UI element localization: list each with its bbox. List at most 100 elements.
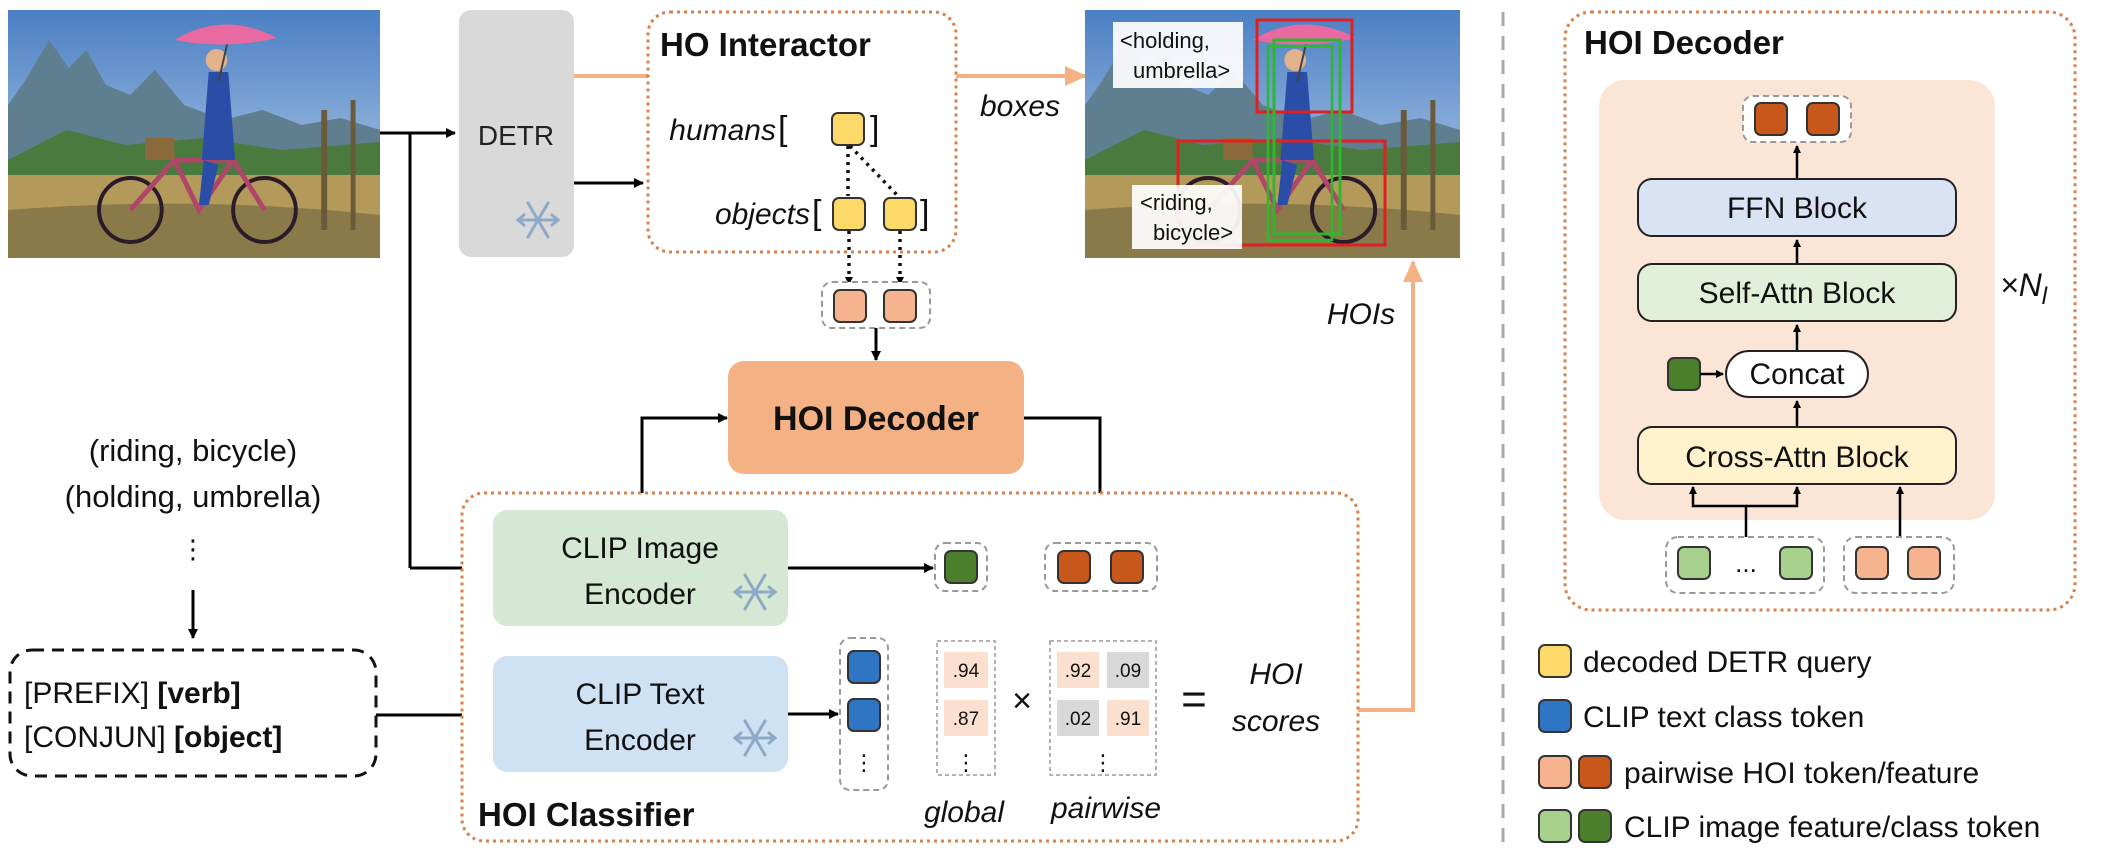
human-query-token — [831, 112, 865, 146]
human-box-1 — [1272, 38, 1342, 236]
detail-output-token-2 — [1806, 102, 1840, 136]
template-line2: [CONJUN] [object] — [24, 721, 282, 754]
snowflake-icon — [515, 201, 561, 239]
ho-interactor-block: HO Interactor humans [ ] objects [ ] — [646, 10, 958, 254]
self-attn-label: Self-Attn Block — [1699, 277, 1897, 310]
clip-image-encoder-line2: Encoder — [584, 578, 696, 611]
legend-pair-label: pairwise HOI token/feature — [1624, 757, 1979, 790]
ffn-block — [1637, 178, 1957, 237]
hois-label: HOIs — [1327, 298, 1395, 331]
pairwise-cell-3 — [1057, 700, 1099, 736]
humans-bracket-close: ] — [870, 110, 879, 148]
clip-image-encoder: CLIP Image Encoder — [493, 510, 788, 626]
pair-link-dotted-2 — [848, 144, 900, 198]
pairwise-value-2: .09 — [1115, 661, 1141, 682]
concat-label: Concat — [1749, 358, 1845, 391]
input-image — [8, 10, 380, 258]
detr-block: DETR — [459, 10, 574, 257]
snowflake-icon — [732, 573, 778, 611]
legend-clip-label: CLIP image feature/class token — [1624, 811, 2040, 844]
pair-token-group — [821, 281, 931, 329]
global-score-value-1: .94 — [953, 661, 980, 682]
global-image-token-group — [934, 542, 988, 592]
legend-query-label: decoded DETR query — [1583, 646, 1872, 679]
pair-feature-1 — [1057, 550, 1091, 584]
detail-output-token-1 — [1754, 102, 1788, 136]
global-score-column: .94 .87 ⋮ — [936, 640, 996, 776]
pairwise-label: pairwise — [1050, 792, 1161, 825]
umbrella-box — [1255, 18, 1354, 114]
cross-attn-label: Cross-Attn Block — [1685, 441, 1909, 474]
pairwise-cell-2 — [1107, 652, 1149, 688]
pairwise-value-1: .92 — [1065, 661, 1091, 682]
decoder-detail-panel: HOI Decoder FFN Block Self-Attn Block Co… — [1563, 10, 2077, 612]
clip-text-encoder: CLIP Text Encoder — [493, 656, 788, 772]
ffn-label: FFN Block — [1727, 192, 1868, 225]
legend-item-text-token: CLIP text class token — [1538, 699, 1864, 734]
output-image: <holding, umbrella> <riding, bicycle> — [1085, 10, 1460, 258]
hoi-decoder-label: HOI Decoder — [773, 400, 979, 438]
detail-feature-dots: ... — [1735, 548, 1757, 578]
objects-bracket-open: [ — [812, 194, 822, 232]
detail-pair-token-1 — [1855, 546, 1889, 580]
ho-interactor-title: HO Interactor — [660, 26, 871, 63]
pair-token-1 — [833, 289, 867, 323]
objects-bracket-close: ] — [920, 194, 929, 232]
object-query-token-1 — [832, 197, 866, 231]
detr-label: DETR — [478, 120, 554, 151]
text-class-ellipsis: ⋮ — [853, 750, 875, 775]
global-score-ellipsis: ⋮ — [955, 750, 977, 775]
hoi-scores-line1: HOI — [1249, 658, 1302, 691]
tag-riding-line1: <riding, — [1140, 190, 1213, 215]
concat-block — [1725, 350, 1869, 398]
legend-item-query: decoded DETR query — [1538, 644, 1872, 679]
detail-clip-class-token — [1667, 357, 1701, 391]
pairwise-ellipsis: ⋮ — [1092, 750, 1114, 775]
hoi-scores-line2: scores — [1232, 705, 1320, 738]
legend: decoded DETR query CLIP text class token… — [1538, 644, 2040, 844]
hoi-classifier-title: HOI Classifier — [478, 796, 695, 833]
tag-riding-line2: bicycle> — [1153, 220, 1233, 245]
image-encoder-to-decoder-arrow — [640, 413, 728, 508]
human-box-2 — [1266, 44, 1334, 242]
detail-image-feature-1 — [1677, 546, 1711, 580]
hoi-pair-ellipsis: ⋮ — [180, 534, 206, 564]
pairwise-cell-4 — [1107, 700, 1149, 736]
global-score-value-2: .87 — [953, 709, 979, 730]
tag-holding-line2: umbrella> — [1133, 58, 1230, 83]
repeat-count: ×Nl — [2000, 267, 2048, 310]
humans-bracket-open: [ — [778, 110, 788, 148]
legend-item-pair: pairwise HOI token/feature — [1538, 755, 1979, 790]
tag-holding-line1: <holding, — [1120, 28, 1210, 53]
humans-label: humans — [669, 114, 776, 147]
pairwise-score-matrix: .92 .09 .02 .91 ⋮ — [1049, 640, 1157, 776]
clip-image-class-token — [944, 550, 978, 584]
pair-feature-group — [1044, 542, 1158, 592]
text-class-token-2 — [847, 698, 881, 732]
legend-text-token-label: CLIP text class token — [1583, 701, 1864, 734]
boxes-label: boxes — [980, 90, 1060, 123]
equals-symbol: = — [1181, 675, 1207, 724]
global-score-cell-2 — [944, 700, 988, 736]
hoi-pair-1: (riding, bicycle) — [89, 433, 297, 468]
text-class-token-group: ⋮ — [839, 637, 889, 791]
cross-attn-block — [1637, 426, 1957, 485]
clip-text-encoder-line2: Encoder — [584, 724, 696, 757]
snowflake-icon — [732, 719, 778, 757]
detail-pair-token-2 — [1907, 546, 1941, 580]
global-score-cell-1 — [944, 652, 988, 688]
template-line1: [PREFIX] [verb] — [24, 677, 241, 710]
detail-image-feature-2 — [1779, 546, 1813, 580]
self-attn-block — [1637, 263, 1957, 322]
pairwise-cell-1 — [1057, 652, 1099, 688]
hois-arrow — [1358, 260, 1423, 712]
pairwise-value-3: .02 — [1065, 709, 1091, 730]
pairwise-value-4: .91 — [1115, 709, 1141, 730]
clip-text-encoder-line1: CLIP Text — [576, 678, 706, 711]
hoi-pair-2: (holding, umbrella) — [65, 479, 322, 514]
hoi-decoder-block: HOI Decoder — [728, 361, 1024, 474]
decoder-detail-title: HOI Decoder — [1584, 24, 1784, 61]
object-query-token-2 — [883, 197, 917, 231]
prompt-template: [PREFIX] [verb] [CONJUN] [object] — [8, 648, 378, 778]
